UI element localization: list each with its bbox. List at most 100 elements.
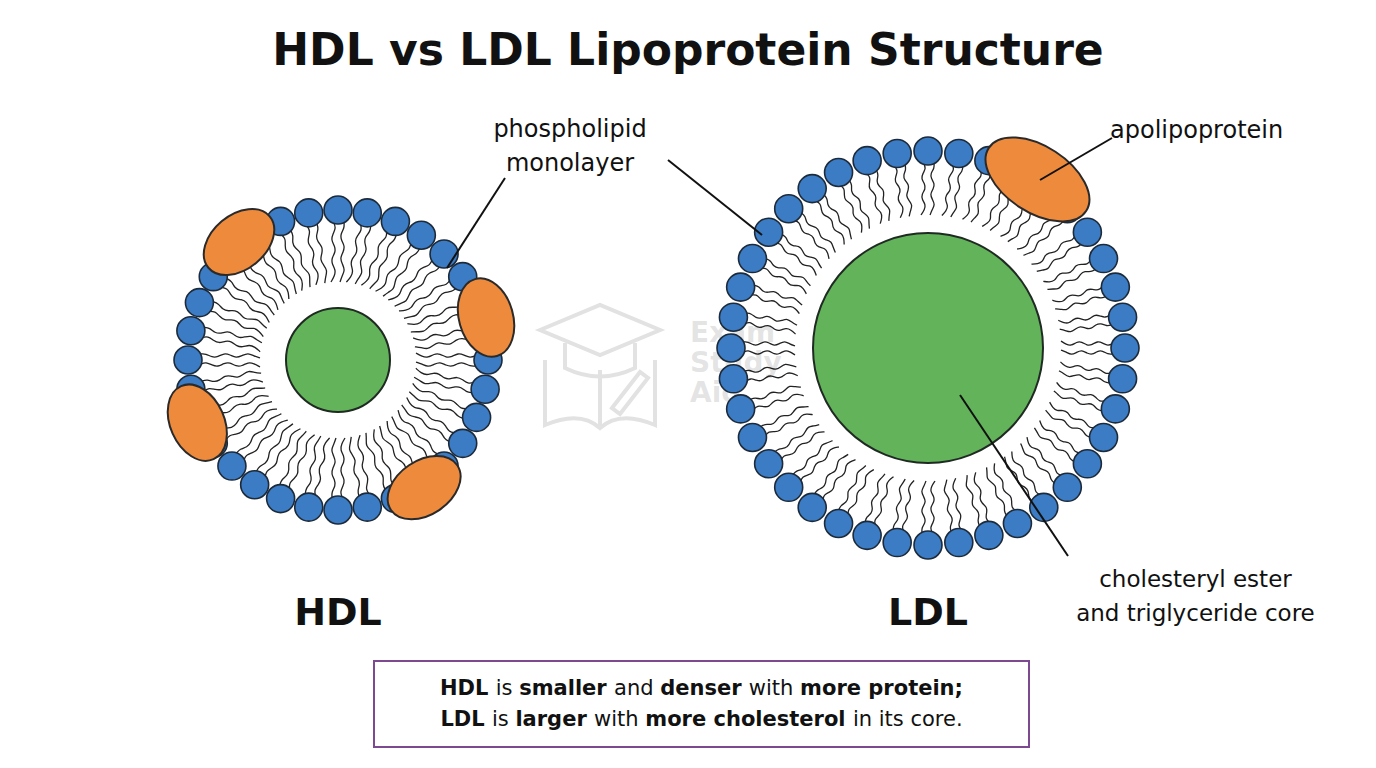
watermark-icon: [540, 305, 660, 428]
phospholipid-head: [449, 429, 477, 457]
fatty-acid-tail: [280, 431, 307, 485]
fatty-acid-tail: [753, 394, 803, 409]
fatty-acid-tail: [374, 429, 395, 485]
callout-label: phospholipid monolayer: [470, 112, 670, 180]
fatty-acid-tail: [1054, 391, 1102, 411]
fatty-acid-tail: [366, 433, 385, 490]
fatty-acid-tail: [346, 224, 361, 282]
fatty-acid-tail: [281, 234, 302, 290]
phospholipid-head: [775, 473, 803, 501]
phospholipid-head: [945, 529, 973, 557]
fatty-acid-tail: [974, 472, 989, 522]
apolipoprotein-blob: [971, 120, 1104, 239]
fatty-acid-tail: [355, 226, 371, 284]
book-spine: [598, 370, 602, 428]
fatty-acid-tail: [849, 180, 869, 228]
fatty-acid-tail: [404, 288, 456, 318]
phospholipid-head: [719, 365, 747, 393]
fatty-acid-tail: [867, 173, 882, 223]
caption-box: HDL is smaller and denser with more prot…: [373, 660, 1030, 748]
phospholipid-head: [463, 403, 491, 431]
phospholipid-head: [945, 139, 973, 167]
phospholipid-head: [825, 510, 853, 538]
phospholipid-head: [883, 139, 911, 167]
phospholipid-head: [775, 195, 803, 223]
fatty-acid-tail: [200, 363, 260, 367]
fatty-acid-tail: [289, 435, 314, 489]
fatty-acid-tail: [416, 362, 476, 366]
fatty-acid-tail: [1061, 341, 1113, 345]
fatty-acid-tail: [1055, 297, 1106, 310]
phospholipid-head: [755, 218, 783, 246]
fatty-acid-tail: [865, 474, 885, 522]
phospholipid-head: [825, 158, 853, 186]
phospholipid-head: [430, 240, 458, 268]
fatty-acid-tail: [760, 407, 808, 427]
particle-label: HDL: [128, 590, 548, 634]
caption-text: HDL is smaller and denser with more prot…: [375, 673, 1028, 735]
diagram-title: HDL vs LDL Lipoprotein Structure: [0, 22, 1376, 78]
fatty-acid-tail: [220, 402, 272, 432]
fatty-acid-tail: [349, 437, 359, 497]
particle-shape: [168, 190, 508, 530]
fatty-acid-tail: [840, 185, 862, 232]
pencil: [612, 372, 648, 414]
phospholipid-head: [798, 493, 826, 521]
lipid-core: [286, 308, 390, 412]
cap-top: [540, 305, 660, 355]
phospholipid-head: [407, 221, 435, 249]
fatty-acid-tail: [341, 438, 345, 498]
fatty-acid-tail: [1060, 362, 1111, 374]
fatty-acid-tail: [953, 478, 961, 530]
phospholipid-head: [1111, 334, 1139, 362]
fatty-acid-tail: [987, 467, 1007, 515]
fatty-acid-tail: [895, 166, 903, 218]
phospholipid-head: [1073, 218, 1101, 246]
fatty-acid-tail: [750, 386, 801, 399]
fatty-acid-tail: [921, 163, 925, 215]
apolipoprotein-blob: [376, 443, 473, 533]
phospholipid-head: [324, 496, 352, 524]
fatty-acid-tail: [1052, 287, 1102, 302]
fatty-acid-tail: [877, 170, 890, 221]
caption-word: LDL: [440, 707, 492, 731]
phospholipid-head: [1109, 303, 1137, 331]
fatty-acid-tail: [340, 222, 344, 282]
fatty-acid-tail: [204, 327, 262, 343]
phospholipid-head: [1030, 493, 1058, 521]
fatty-acid-tail: [848, 470, 874, 515]
lipid-core: [813, 233, 1043, 463]
phospholipid-head: [1101, 395, 1129, 423]
fatty-acid-tail: [415, 339, 475, 349]
phospholipid-head: [853, 147, 881, 175]
phospholipid-head: [1003, 510, 1031, 538]
caption-word: and: [614, 676, 660, 700]
fatty-acid-tail: [331, 222, 335, 282]
caption-word: protein;: [868, 676, 963, 700]
fatty-acid-tail: [1043, 260, 1090, 282]
watermark-text: Exam Study Aid: [690, 318, 800, 408]
callout-label: cholesteryl ester and triglyceride core: [1048, 562, 1316, 630]
fatty-acid-tail: [1040, 421, 1081, 454]
fatty-acid-tail: [416, 353, 476, 357]
fatty-acid-tail: [201, 371, 261, 381]
fatty-acid-tail: [765, 414, 812, 436]
fatty-acid-tail: [966, 475, 979, 526]
fatty-acid-tail: [332, 438, 336, 498]
fatty-acid-tail: [776, 243, 817, 276]
fatty-acid-tail: [893, 479, 905, 530]
phospholipid-head: [185, 289, 213, 317]
phospholipid-head: [295, 493, 323, 521]
phospholipid-head: [177, 317, 205, 345]
caption-word: denser: [660, 676, 749, 700]
fatty-acid-tail: [903, 480, 915, 531]
phospholipid-head: [324, 196, 352, 224]
fatty-acid-tail: [1059, 371, 1110, 383]
caption-word: smaller: [519, 676, 614, 700]
fatty-acid-tail: [1034, 428, 1074, 462]
fatty-acid-tail: [317, 223, 327, 283]
phospholipid-head: [1073, 450, 1101, 478]
